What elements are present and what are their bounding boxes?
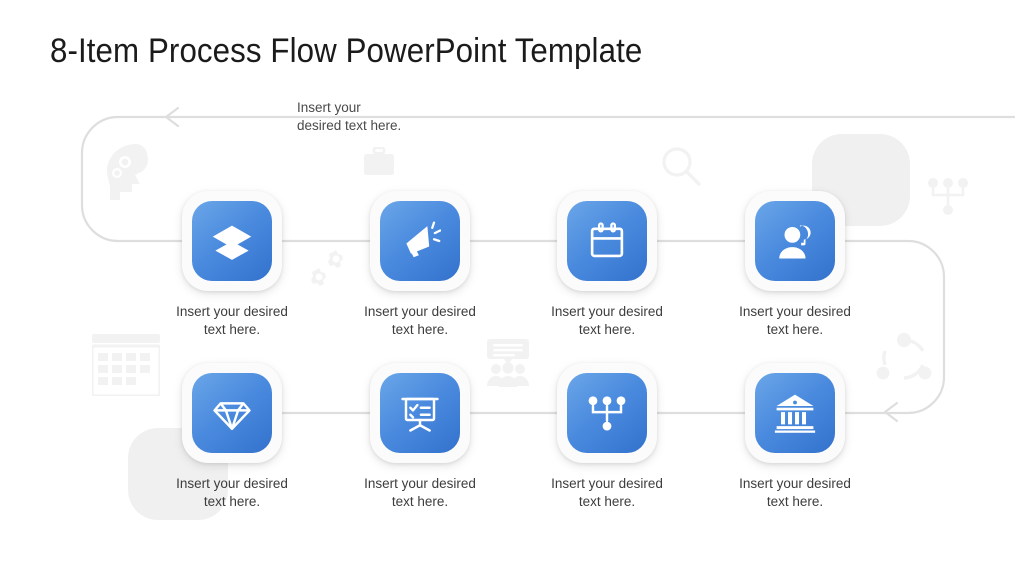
- process-node-3[interactable]: Insert your desired text here.: [532, 191, 682, 339]
- process-node-4-icon-frame: [755, 201, 835, 281]
- process-node-4[interactable]: Insert your desired text here.: [720, 191, 870, 339]
- loop-annotation: Insert your desired text here.: [297, 99, 401, 135]
- process-node-8-caption: Insert your desired text here.: [739, 476, 851, 510]
- process-node-8[interactable]: Insert your desired text here.: [720, 363, 870, 511]
- process-node-2-icon-frame: [380, 201, 460, 281]
- process-node-6-tile[interactable]: [370, 363, 470, 463]
- support-agent-icon: [779, 225, 811, 259]
- process-node-7-caption: Insert your desired text here.: [551, 476, 663, 510]
- calendar-icon: [590, 222, 624, 258]
- presentation-checklist-icon: [401, 397, 439, 432]
- loop-annotation-line1: Insert your: [297, 100, 361, 115]
- process-node-3-icon-frame: [567, 201, 647, 281]
- connector-loop-right: [798, 239, 946, 415]
- bank-building-icon: [774, 394, 816, 433]
- process-node-1-caption: Insert your desired text here.: [176, 304, 288, 338]
- process-node-5-caption: Insert your desired text here.: [176, 476, 288, 510]
- process-node-6-icon-frame: [380, 373, 460, 453]
- page-title: 8-Item Process Flow PowerPoint Template: [50, 32, 643, 70]
- megaphone-icon: [406, 221, 441, 258]
- process-node-3-caption: Insert your desired text here.: [551, 304, 663, 338]
- hierarchy-icon: [588, 396, 626, 431]
- loop-annotation-line2: desired text here.: [297, 118, 402, 134]
- process-node-8-icon-frame: [755, 373, 835, 453]
- process-node-1-tile[interactable]: [182, 191, 282, 291]
- process-node-7[interactable]: Insert your desired text here.: [532, 363, 682, 511]
- arrowhead-top-left: [164, 106, 180, 128]
- process-node-3-tile[interactable]: [557, 191, 657, 291]
- arrowhead-right: [883, 401, 899, 423]
- diamond-icon: [213, 402, 251, 430]
- process-node-2[interactable]: Insert your desired text here.: [345, 191, 495, 339]
- process-node-2-caption: Insert your desired text here.: [364, 304, 476, 338]
- process-node-5-icon-frame: [192, 373, 272, 453]
- process-node-2-tile[interactable]: [370, 191, 470, 291]
- process-node-4-tile[interactable]: [745, 191, 845, 291]
- process-node-5-tile[interactable]: [182, 363, 282, 463]
- process-node-8-tile[interactable]: [745, 363, 845, 463]
- process-node-1[interactable]: Insert your desired text here.: [157, 191, 307, 339]
- process-node-7-tile: [557, 363, 657, 463]
- layers-icon: [212, 225, 252, 260]
- process-node-4-caption: Insert your desired text here.: [739, 304, 851, 338]
- process-node-5[interactable]: Insert your desired text here.: [157, 363, 307, 511]
- process-node-1-icon-frame: [192, 201, 272, 281]
- process-node-6-caption: Insert your desired text here.: [364, 476, 476, 510]
- process-node-6[interactable]: Insert your desired text here.: [345, 363, 495, 511]
- process-node-7-icon-frame: [567, 373, 647, 453]
- connector-loop-top: [80, 115, 1016, 243]
